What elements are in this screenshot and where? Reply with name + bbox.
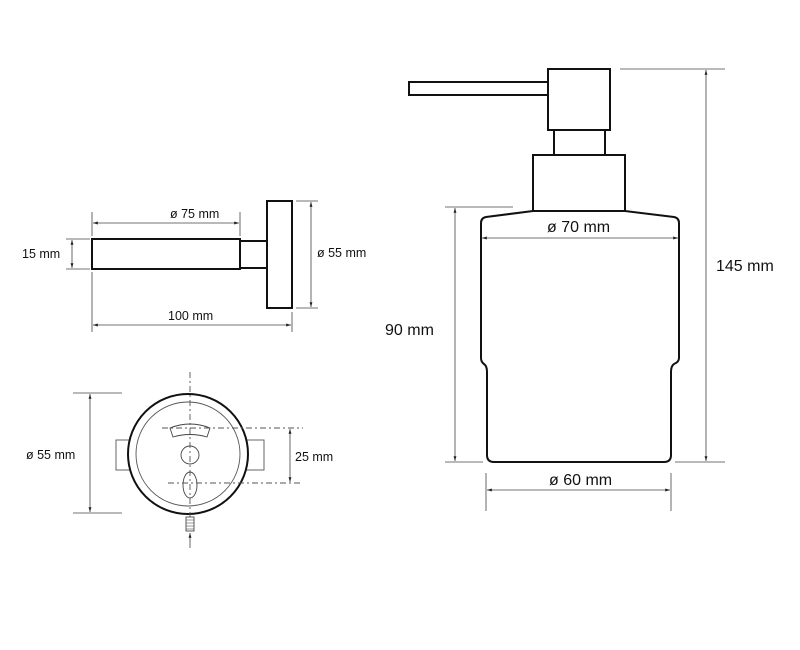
holder-side-view: ø 75 mm 15 mm ø 55 mm 100 mm (22, 200, 366, 332)
wall-flange (266, 200, 293, 309)
label-55: ø 55 mm (317, 246, 366, 260)
label-15: 15 mm (22, 247, 60, 261)
slot (169, 423, 211, 438)
label-145: 145 mm (716, 258, 774, 275)
spout (408, 81, 552, 96)
holder-back-view: 25 mm ø 55 mm (26, 372, 333, 548)
soap-dispenser: ø 70 mm ø 60 mm 90 mm 145 mm (385, 68, 774, 511)
bottle-body (480, 210, 680, 463)
rod-neck (239, 240, 268, 269)
rod (91, 238, 241, 270)
label-55-back: ø 55 mm (26, 448, 75, 462)
label-90: 90 mm (385, 322, 434, 339)
label-75: ø 75 mm (170, 207, 219, 221)
label-25: 25 mm (295, 450, 333, 464)
collar (532, 154, 626, 212)
label-100: 100 mm (168, 309, 213, 323)
label-60: ø 60 mm (549, 472, 612, 489)
pump-neck (553, 129, 606, 156)
outer-circle (127, 393, 249, 515)
pump-head (547, 68, 611, 131)
screw-icon (185, 516, 195, 548)
label-70: ø 70 mm (547, 219, 610, 236)
